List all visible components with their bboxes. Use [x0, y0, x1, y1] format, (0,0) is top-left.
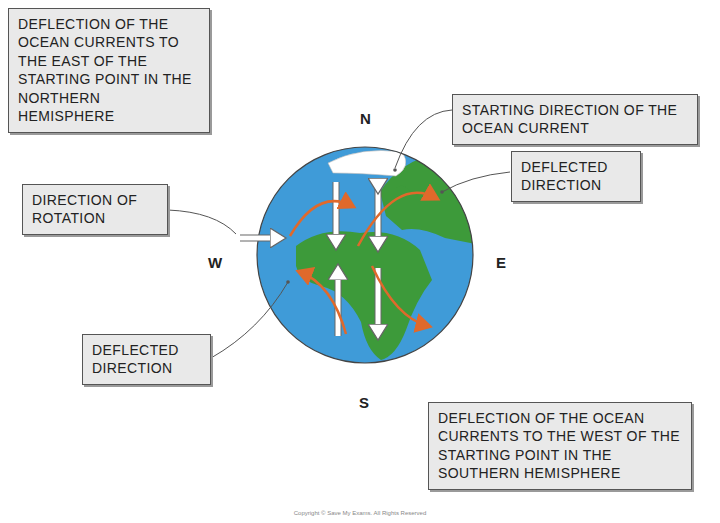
leader-dot [286, 280, 290, 284]
callout-box: DEFLECTED DIRECTION [82, 334, 211, 385]
callout-text: DEFLECTION OF THE OCEAN CURRENTS TO THE … [18, 15, 200, 126]
callout-box: DEFLECTION OF THE OCEAN CURRENTS TO THE … [428, 402, 692, 490]
globe-outline [257, 147, 473, 363]
callout-box: DEFLECTION OF THE OCEAN CURRENTS TO THE … [8, 8, 210, 133]
callout-text: DEFLECTED DIRECTION [92, 341, 201, 378]
callout-box: DEFLECTED DIRECTION [511, 151, 641, 202]
compass-letter: W [208, 254, 222, 271]
south-america [257, 285, 272, 330]
compass-letter: S [359, 394, 369, 411]
leader-dot [440, 190, 444, 194]
callout-box: STARTING DIRECTION OF THE OCEAN CURRENT [452, 94, 698, 145]
callout-text: DIRECTION OF ROTATION [32, 191, 158, 228]
white-arrow-outlines [240, 182, 378, 336]
leader-dot [393, 168, 397, 172]
leader-lines [168, 110, 510, 358]
callout-text: STARTING DIRECTION OF THE OCEAN CURRENT [462, 101, 688, 138]
copyright-note: Copyright © Save My Exams. All Rights Re… [294, 510, 426, 516]
compass-letter: N [360, 110, 371, 127]
callout-box: DIRECTION OF ROTATION [22, 184, 168, 235]
white-arrows [240, 182, 378, 336]
compass-letter: E [496, 254, 506, 271]
ice-sheet [328, 150, 406, 176]
callout-text: DEFLECTION OF THE OCEAN CURRENTS TO THE … [438, 409, 682, 483]
deflection-arrows [290, 193, 436, 334]
africa [296, 231, 432, 360]
callout-text: DEFLECTED DIRECTION [521, 158, 631, 195]
